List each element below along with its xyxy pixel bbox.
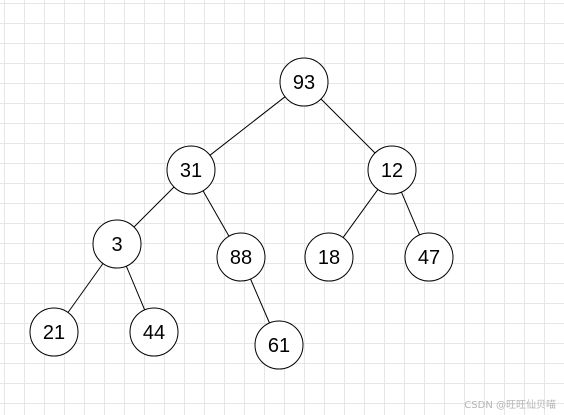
- tree-nodes: 93 31 12 3 88 18 47 21 44 61: [29, 57, 454, 370]
- tree-node: 47: [404, 232, 454, 282]
- node-circle: [254, 320, 304, 370]
- tree-node: 93: [279, 57, 329, 107]
- tree-edge-31-3: [133, 186, 175, 228]
- node-circle: [216, 232, 266, 282]
- tree-edge-3-44: [125, 265, 146, 311]
- tree-edges: [67, 96, 421, 324]
- node-circle: [304, 232, 354, 282]
- node-circle: [166, 145, 216, 195]
- watermark: CSDN @旺旺仙贝喵: [464, 400, 556, 411]
- tree-node: 61: [254, 320, 304, 370]
- tree-node: 44: [129, 307, 179, 357]
- node-label: 47: [418, 247, 440, 269]
- tree-edge-12-47: [400, 191, 421, 236]
- node-circle: [29, 307, 79, 357]
- node-label: 18: [318, 247, 340, 269]
- tree-edge-3-21: [67, 263, 104, 313]
- node-label: 93: [293, 72, 315, 94]
- tree-edge-93-12: [320, 98, 376, 154]
- node-circle: [367, 145, 417, 195]
- tree-node: 3: [92, 219, 142, 269]
- node-circle: [279, 57, 329, 107]
- tree-node: 88: [216, 232, 266, 282]
- tree-node: 12: [367, 145, 417, 195]
- tree-node: 31: [166, 145, 216, 195]
- tree-edge-31-88: [202, 190, 230, 237]
- node-label: 21: [43, 322, 65, 344]
- node-circle: [404, 232, 454, 282]
- tree-edge-88-61: [250, 278, 270, 324]
- tree-edge-12-18: [342, 189, 379, 238]
- node-label: 31: [180, 160, 202, 182]
- tree-edge-93-31: [209, 96, 286, 156]
- node-label: 3: [111, 234, 122, 256]
- tree-node: 21: [29, 307, 79, 357]
- node-circle: [129, 307, 179, 357]
- node-label: 44: [143, 322, 165, 344]
- node-circle: [92, 219, 142, 269]
- node-label: 12: [381, 160, 403, 182]
- tree-node: 18: [304, 232, 354, 282]
- node-label: 61: [268, 335, 290, 357]
- node-label: 88: [230, 247, 252, 269]
